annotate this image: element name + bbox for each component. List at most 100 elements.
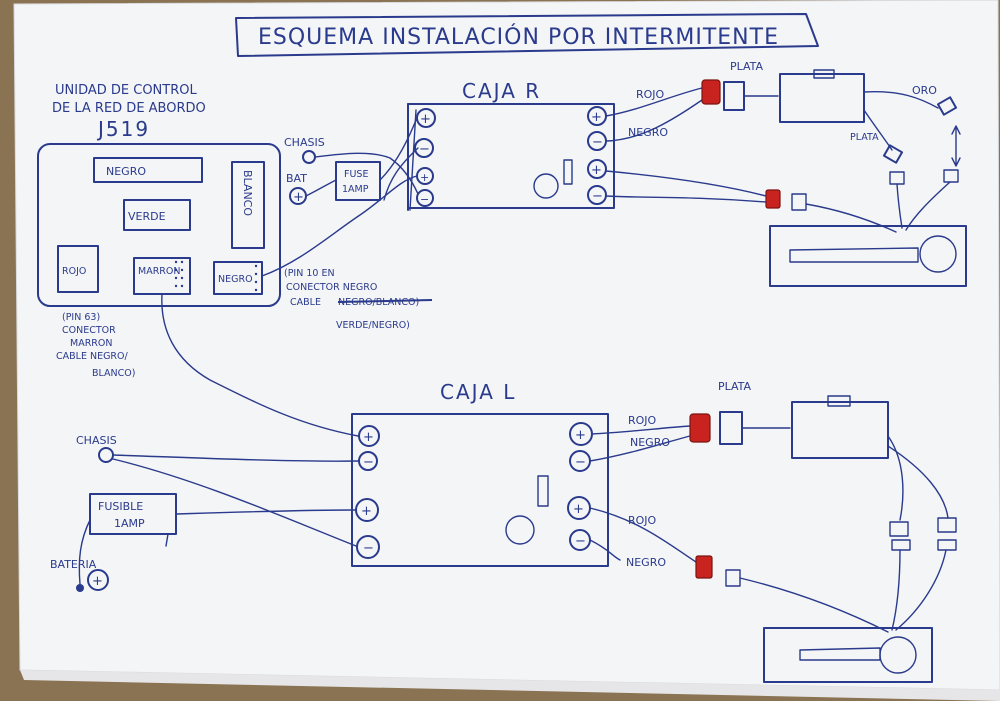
block-blanco-label: BLANCO [241,170,254,216]
wire-negro-l [589,435,691,462]
caja-r-fuse-line-1: FUSE [344,169,368,180]
caja-l-lamp-tab [827,395,851,407]
caja-r-fuse-line-2: 1AMP [342,184,369,195]
caja-l-red-connector [689,413,711,443]
caja-l-terminal-left-2-sign: − [363,455,374,470]
diagram-title: ESQUEMA INSTALACIÓN POR INTERMITENTE [258,24,779,50]
wire-chasis-l [112,454,359,462]
wire-r-lower-2 [605,195,767,203]
caja-l-fuse-line-2: 1AMP [114,517,145,530]
caja-r: CAJA R + − + − + − + − [261,60,967,287]
caja-r-terminal-left-3-sign: + [420,171,429,184]
caja-l-small-connector-1 [889,521,909,537]
note-left-line-2: CONECTOR [62,325,116,336]
caja-l-small-connector-4 [937,539,957,551]
caja-r-chasis-label: CHASIS [284,136,325,149]
caja-l-body [351,413,609,567]
caja-l-small-connector-2 [937,517,957,533]
wire-cu-to-r [261,175,418,277]
caja-l-terminal-right-1-sign: + [575,428,586,443]
caja-r-oro-label: ORO [912,84,937,97]
caja-r-terminal-left-4 [416,189,434,207]
caja-r-lamp-base [769,225,967,287]
caja-l-wire-rojo: ROJO [628,414,657,427]
control-unit-code: J519 [96,117,150,141]
note-right-line-1: (PIN 10 EN [284,268,335,279]
caja-r-terminal-left-2 [414,138,434,158]
wire-l-to-lamp-base [739,577,889,633]
caja-l-red-connector-2 [695,555,713,579]
caja-r-lamp-tab [813,69,835,79]
caja-l-lamp-housing [791,401,889,459]
wire-l-lamp-down-1 [891,549,901,631]
caja-r-terminal-left-1-sign: + [420,112,431,127]
note-left-line-1: (PIN 63) [62,312,100,323]
caja-r-plata-terminal [882,144,904,164]
caja-r-connector-plug-2 [791,193,807,211]
note-left: (PIN 63) CONECTOR MARRON CABLE NEGRO/ BL… [56,312,135,379]
note-right-line-5: VERDE/NEGRO) [336,320,410,331]
caja-r-label: CAJA R [462,79,541,103]
caja-r-left-terminals: + − + − [414,108,436,207]
wire-oro-r [863,90,939,109]
caja-r-lamp-housing [779,73,865,123]
control-unit: UNIDAD DE CONTROL DE LA RED DE ABORDO J5… [37,83,433,379]
wire-fuse-r [379,119,417,181]
wire-negro-l-2 [589,539,621,561]
wire-bat-r [305,179,337,197]
caja-l-small-connector-3 [891,539,911,551]
caja-l-lamp-base [763,627,933,683]
paper-sheet [13,0,1000,691]
caja-r-terminal-left-2-sign: − [419,142,430,157]
caja-l-terminal-left-1-sign: + [363,430,374,445]
caja-r-lamp-slot [789,247,919,263]
caja-l-plata-label: PLATA [718,380,752,393]
caja-l-terminal-right-2-sign: − [575,455,586,470]
block-negro-label: NEGRO [106,165,146,178]
caja-r-relay [563,159,573,185]
marron-pin-dots [174,260,184,288]
caja-r-terminal-right-1-sign: + [591,110,602,125]
caja-r-arrow [951,125,961,167]
caja-l-wire-negro: NEGRO [630,436,670,449]
caja-l-wire-negro-2: NEGRO [626,556,666,569]
wire-rojo-r [605,87,703,117]
block-marron-label: MARRON [138,266,180,277]
note-left-line-5: BLANCO) [92,368,135,379]
block-negro [93,157,203,183]
caja-l-label: CAJA L [440,380,516,404]
block-negro-2 [213,261,263,295]
wire-bateria-fuse-l [78,519,91,585]
strikethrough-line [337,299,433,303]
caja-l-terminal-left-4 [356,535,380,559]
caja-r-wire-rojo: ROJO [636,88,665,101]
wire-r-lamp-left [896,183,903,229]
caja-l-bateria-label: BATERIA [50,558,97,571]
negro-pin-dots [254,264,258,292]
caja-r-terminal-right-4 [587,185,607,205]
caja-l: CAJA L + − + − + − + − CHASIS [50,293,957,683]
control-unit-heading-line-2: DE LA RED DE ABORDO [52,101,206,116]
caja-l-terminal-left-4-sign: − [363,541,374,556]
wire-r-to-lamp-base [805,203,897,233]
caja-r-terminal-left-1 [416,108,436,128]
caja-l-bateria-terminal [87,569,109,591]
title-block: ESQUEMA INSTALACIÓN POR INTERMITENTE [235,13,819,57]
caja-r-lamp-bulb [919,235,957,273]
caja-l-terminal-left-1 [358,425,380,447]
caja-r-capacitor [533,173,559,199]
caja-l-bateria-dot [76,584,84,592]
caja-r-bat-terminal-sign: + [293,190,304,205]
note-right-line-2: CONECTOR NEGRO [286,282,377,293]
caja-r-terminal-right-2-sign: − [592,135,603,150]
caja-l-terminal-right-4-sign: − [575,534,586,549]
wire-negro-r [605,99,703,142]
caja-l-fuse-line-1: FUSIBLE [98,500,143,513]
caja-r-bat-label: BAT [286,172,307,185]
caja-l-chasis-label: CHASIS [76,434,117,447]
note-right-line-4-struck: NEGRO/BLANCO) [338,297,419,308]
caja-r-red-connector-2 [765,189,781,209]
note-left-line-3: MARRON [70,338,112,349]
caja-r-terminal-right-3-sign: + [591,163,602,178]
wire-l-lamp-1 [887,435,904,521]
